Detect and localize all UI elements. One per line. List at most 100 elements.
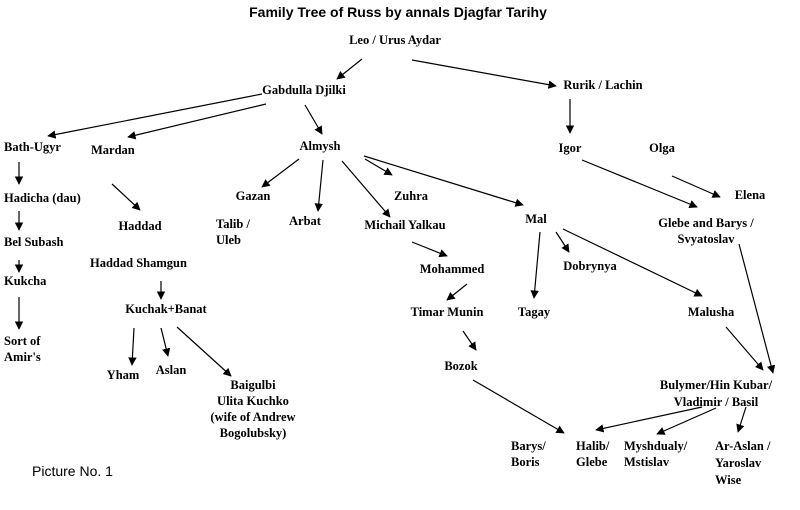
connector-arrow <box>364 158 393 176</box>
person-name-line: Elena <box>735 188 766 202</box>
person-name-line: Glebe and Barys / <box>658 216 754 230</box>
person-igor: Igor <box>559 141 582 155</box>
person-name-line: Malusha <box>688 305 735 319</box>
person-mal: Mal <box>525 212 547 226</box>
connector-arrow <box>176 326 232 377</box>
connector-arrow <box>462 330 477 351</box>
person-bulymer: Bulymer/Hin Kubar/Vladimir / Basil <box>660 378 773 409</box>
person-bozok: Bozok <box>444 359 477 373</box>
person-haddad: Haddad <box>118 219 161 233</box>
connector-arrow <box>304 104 323 135</box>
person-name-line: Dobrynya <box>563 259 617 273</box>
person-name-line: Haddad Shamgun <box>90 256 187 270</box>
connector-arrow <box>446 283 468 301</box>
person-name-line: Gazan <box>236 189 271 203</box>
person-name-line: Baigulbi <box>230 378 276 392</box>
person-name-line: Arbat <box>289 214 322 228</box>
connector-arrow <box>736 406 747 433</box>
person-name-line: Yaroslav <box>715 456 762 470</box>
connector-arrow <box>363 155 524 207</box>
connector-arrow <box>555 231 570 253</box>
person-olga: Olga <box>649 141 675 155</box>
person-name-line: Kuchak+Banat <box>125 302 207 316</box>
connector-arrow <box>411 59 557 89</box>
connector-arrow <box>581 159 698 209</box>
person-leo: Leo / Urus Aydar <box>349 33 441 47</box>
person-yham: Yham <box>107 368 140 382</box>
person-name-line: Mardan <box>91 143 135 157</box>
person-name-line: Igor <box>559 141 582 155</box>
person-tagay: Tagay <box>518 305 551 319</box>
person-name-line: Sort of <box>4 334 41 348</box>
person-name-line: Talib / <box>216 217 250 231</box>
person-gazan: Gazan <box>236 189 271 203</box>
connector-arrow <box>671 175 721 198</box>
connector-arrow <box>336 58 363 80</box>
person-gabdulla: Gabdulla Djilki <box>262 83 346 97</box>
connector-arrow <box>261 158 300 188</box>
person-name-line: Amir's <box>4 350 41 364</box>
person-dobrynya: Dobrynya <box>563 259 617 273</box>
connector-arrow <box>725 326 764 371</box>
person-name-line: Zuhra <box>394 189 429 203</box>
person-name-line: Myshdualy/ <box>624 439 688 453</box>
person-name-line: (wife of Andrew <box>210 410 295 424</box>
person-name-line: Kukcha <box>4 274 47 288</box>
person-talib: Talib / Uleb <box>216 217 250 247</box>
person-elena: Elena <box>735 188 766 202</box>
person-hadicha: Hadicha (dau) <box>4 191 81 205</box>
person-timar: Timar Munin <box>411 305 484 319</box>
person-name-line: Ar-Aslan / <box>715 439 771 453</box>
person-name-line: Yham <box>107 368 140 382</box>
person-name-line: Mohammed <box>420 262 485 276</box>
person-name-line: Boris <box>511 455 540 469</box>
person-kukcha: Kukcha <box>4 274 47 288</box>
person-rurik: Rurik / Lachin <box>563 78 642 92</box>
connector-arrow <box>656 407 717 435</box>
connector-arrow <box>160 327 171 357</box>
person-haddad-shamgun: Haddad Shamgun <box>90 256 187 270</box>
connector-arrow <box>128 327 137 366</box>
person-name-line: Michail Yalkau <box>364 218 445 232</box>
connector-arrow <box>341 160 391 218</box>
connector-arrow <box>314 159 324 212</box>
person-name-line: Olga <box>649 141 675 155</box>
person-sort: Sort of Amir's <box>4 334 41 364</box>
person-name-line: Aslan <box>156 363 187 377</box>
person-aslan: Aslan <box>156 363 187 377</box>
person-kuchak: Kuchak+Banat <box>125 302 207 316</box>
person-name-line: Leo / Urus Aydar <box>349 33 441 47</box>
picture-caption: Picture No. 1 <box>32 463 113 479</box>
person-name-line: Hadicha (dau) <box>4 191 81 205</box>
person-barys-boris: Barys/Boris <box>511 439 546 469</box>
person-name-line: Rurik / Lachin <box>563 78 642 92</box>
person-halib: Halib/Glebe <box>576 439 610 469</box>
person-name-line: Mstislav <box>624 455 670 469</box>
connector-arrow <box>127 103 267 140</box>
connector-arrow <box>530 231 541 299</box>
person-name-line: Almysh <box>300 139 341 153</box>
connector-arrow <box>472 379 565 434</box>
person-name-line: Glebe <box>576 455 608 469</box>
person-name-line: Gabdulla Djilki <box>262 83 346 97</box>
connector-arrow <box>411 241 448 258</box>
person-name-line: Haddad <box>118 219 161 233</box>
person-name-line: Tagay <box>518 305 551 319</box>
connector-arrow <box>562 228 703 297</box>
connector-arrow <box>595 406 703 433</box>
person-name-line: Ulita Kuchko <box>217 394 289 408</box>
person-malusha: Malusha <box>688 305 735 319</box>
connector-arrow <box>111 183 141 211</box>
person-name-line: Wise <box>715 473 742 487</box>
person-mohammed: Mohammed <box>420 262 485 276</box>
connector-arrow <box>47 93 263 139</box>
person-name-line: Barys/ <box>511 439 546 453</box>
person-name-line: Svyatoslav <box>678 232 736 246</box>
person-name-line: Mal <box>525 212 547 226</box>
person-name-line: Uleb <box>216 233 241 247</box>
person-name-line: Vladimir / Basil <box>674 395 759 409</box>
